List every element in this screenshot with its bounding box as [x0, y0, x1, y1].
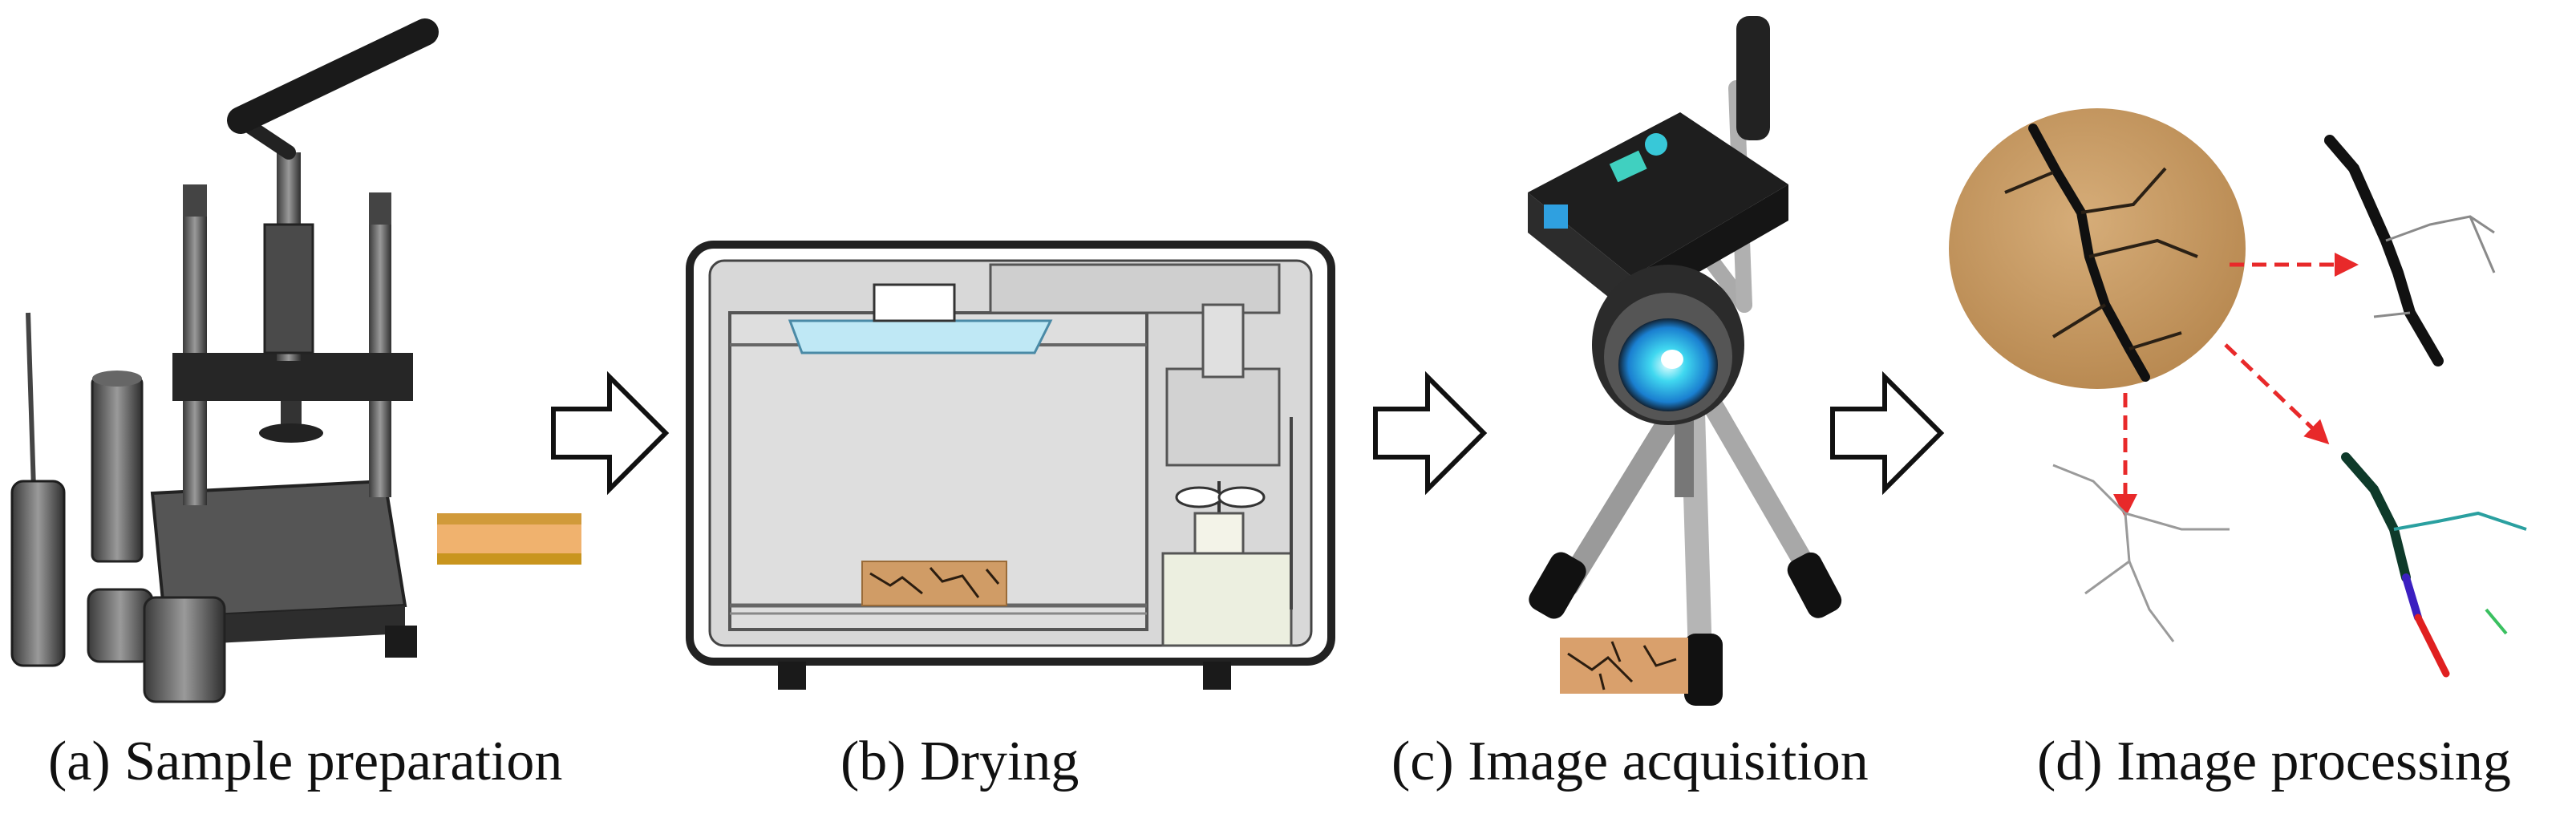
- extracted-crack-icon: [2324, 135, 2496, 367]
- caption-image-acquisition: (c) Image acquisition: [1391, 731, 1869, 792]
- arrow-right-icon: [1373, 371, 1488, 496]
- processing-arrows: [2113, 253, 2359, 518]
- drying-oven-icon: [686, 241, 1335, 690]
- arrow-right-icon: [1830, 371, 1945, 496]
- caption-sample-preparation: (a) Sample preparation: [48, 731, 563, 792]
- compacted-sample-disc: [437, 513, 581, 565]
- arrow-right-icon: [551, 371, 670, 496]
- crack-segmentation-icon: [2341, 452, 2527, 678]
- camera-tripod-icon: [1528, 16, 1842, 706]
- compaction-press-icon: [150, 18, 439, 658]
- caption-image-processing: (d) Image processing: [2037, 731, 2511, 792]
- compaction-mold-icon: [10, 312, 226, 703]
- soil-sample-crack-icon: [1949, 108, 2246, 389]
- crack-skeleton-icon: [2052, 464, 2230, 642]
- caption-drying: (b) Drying: [840, 731, 1079, 792]
